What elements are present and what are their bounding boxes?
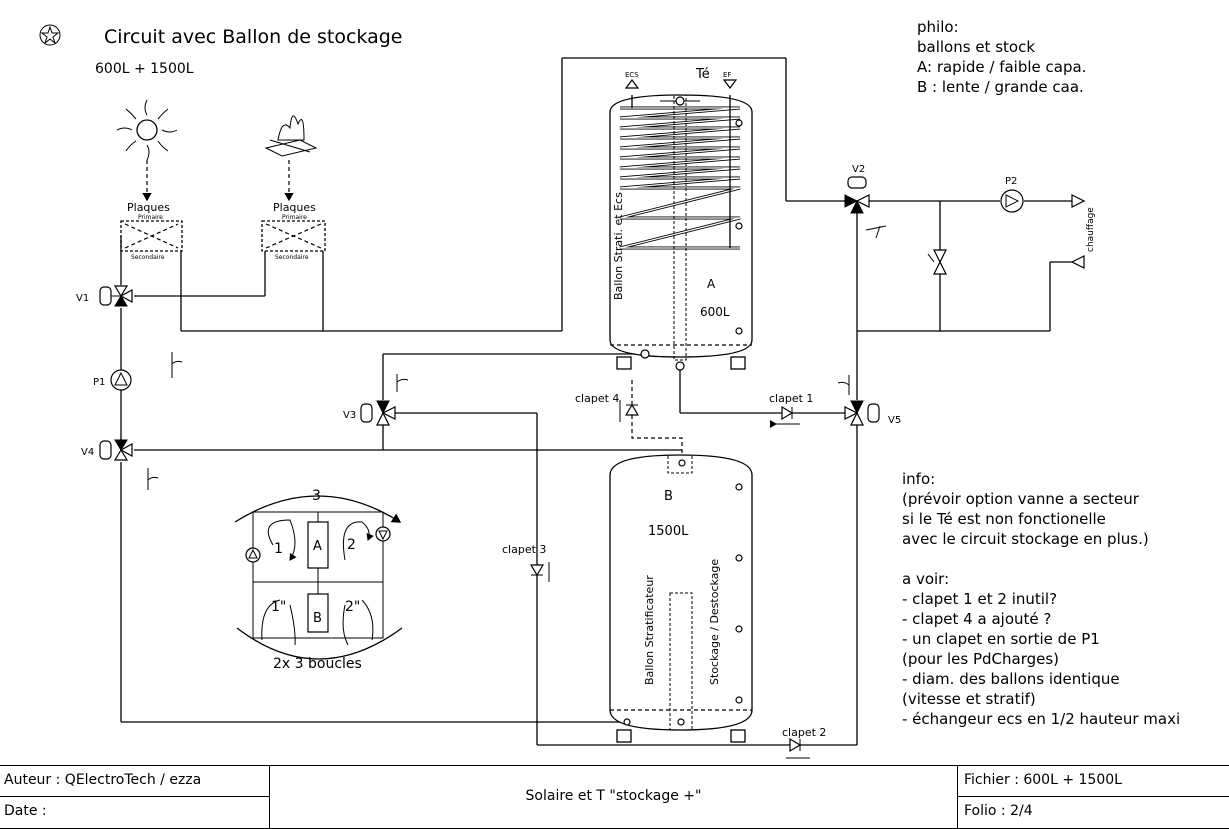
fire-icon [264,115,318,157]
loop-tank-b: B [313,611,322,626]
plate-exchanger-2: Plaques Primaire Secondaire [261,201,326,261]
tank-b-volume: 1500L [648,524,689,539]
tank-a-ef-label: EF [723,71,731,79]
title-block-divider-left [269,766,270,828]
valve-v5[interactable]: V5 [844,400,901,426]
tank-b: B 1500L Ballon Stratificateur Stockage /… [609,454,753,743]
schematic-canvas: Circuit avec Ballon de stockage 600L + 1… [39,18,1180,759]
info-line-4: avec le circuit stockage en plus.) [902,530,1149,548]
plate-2-secondary: Secondaire [275,254,309,261]
plate-1-primary: Primaire [138,214,163,221]
valve-v4[interactable]: V4 [81,439,133,461]
pump-p1[interactable]: P1 [93,369,132,391]
pump-p1-label: P1 [93,377,105,388]
info-line-6: a voir: [902,570,949,588]
valve-v2-label: V2 [852,164,865,175]
info-line-2: (prévoir option vanne a secteur [902,490,1140,508]
valve-v1-label: V1 [76,293,89,304]
plate-1-secondary: Secondaire [131,254,165,261]
loop-tank-a: A [313,539,322,554]
tank-a-letter: A [707,277,716,291]
info-line-7: - clapet 1 et 2 inutil? [902,590,1057,608]
loops-diagram: 3 1 2 1" 2" A B 2x 3 boucles [234,488,403,672]
philo-line-2: ballons et stock [917,38,1035,56]
valve-v2[interactable]: V2 [844,164,870,214]
tank-a: Té ECS EF A 600L Ballon Strati. et Ecs [609,67,753,371]
bypass-valve[interactable] [927,249,947,275]
qelectrotech-logo-icon [39,24,61,46]
tank-a-volume: 600L [700,305,730,319]
clapet-4-label: clapet 4 [575,392,619,405]
info-line-13: - échangeur ecs en 1/2 hauteur maxi [902,710,1180,728]
loop-2-label: 2 [347,537,356,553]
philo-line-1: philo: [917,18,959,36]
pump-p2[interactable]: P2 [1000,176,1024,213]
tank-b-side-label-1: Ballon Stratificateur [643,575,656,685]
clapet-4[interactable]: clapet 4 [575,392,640,422]
title-block-divider-right [957,766,958,828]
flow-markers [147,225,887,490]
philo-line-4: B : lente / grande caa. [917,78,1084,96]
valve-v5-label: V5 [888,415,901,426]
diagram-title: Circuit avec Ballon de stockage [104,26,402,48]
title-block: Auteur : QElectroTech / ezza Date : Sola… [0,765,1229,829]
tank-a-side-label: Ballon Strati. et Ecs [612,192,625,300]
loops-caption: 2x 3 boucles [273,656,362,672]
diagram-subtitle: 600L + 1500L [95,61,194,77]
loop-1b-label: 1" [271,599,286,615]
sun-icon [116,99,178,161]
clapet-2-label: clapet 2 [782,726,826,739]
tank-b-letter: B [664,489,673,504]
valve-v4-label: V4 [81,447,94,458]
valve-v3-label: V3 [343,410,356,421]
file-field: Fichier : 600L + 1500L [964,772,1122,788]
date-field: Date : [4,803,47,819]
loop-1-label: 1 [274,541,283,557]
info-line-11: - diam. des ballons identique [902,670,1120,688]
sheet-title: Solaire et T "stockage +" [525,788,702,804]
plate-1-label: Plaques [127,201,170,214]
plate-exchanger-1: Plaques Primaire Secondaire [120,201,183,261]
valve-v3[interactable]: V3 [343,400,396,426]
plate-2-label: Plaques [273,201,316,214]
info-line-1: info: [902,470,935,488]
info-block: info: (prévoir option vanne a secteur si… [902,470,1180,728]
tank-a-ecs-label: ECS [625,71,639,79]
tank-b-side-label-2: Stockage / Destockage [708,559,721,685]
title-block-row-right [957,796,1229,797]
info-line-9: - un clapet en sortie de P1 [902,630,1100,648]
heating-outlets: chauffage [1070,194,1096,269]
plate-2-primary: Primaire [282,214,307,221]
clapet-3-label: clapet 3 [502,543,546,556]
folio-field: Folio : 2/4 [964,803,1033,819]
info-line-12: (vitesse et stratif) [902,690,1036,708]
info-line-8: - clapet 4 a ajouté ? [902,610,1051,628]
clapet-1-label: clapet 1 [769,392,813,405]
title-block-row-left [0,796,269,797]
clapet-2[interactable]: clapet 2 [782,726,826,759]
philo-line-3: A: rapide / faible capa. [917,58,1086,76]
loops-top-number: 3 [312,488,321,504]
author-field: Auteur : QElectroTech / ezza [4,772,202,788]
tank-a-te-label: Té [695,67,710,82]
info-line-10: (pour les PdCharges) [902,650,1059,668]
loop-2b-label: 2" [345,599,360,615]
pump-p2-label: P2 [1005,176,1017,187]
clapet-3[interactable]: clapet 3 [502,543,550,582]
heating-label: chauffage [1086,207,1096,252]
valve-v1[interactable]: V1 [76,285,133,307]
clapet-1[interactable]: clapet 1 [769,392,813,428]
info-line-3: si le Té est non fonctionelle [902,510,1106,528]
